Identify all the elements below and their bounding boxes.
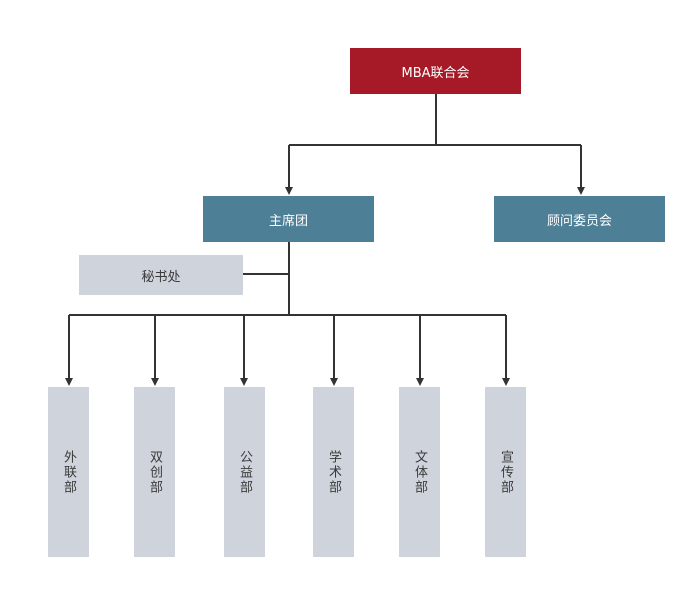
node-label: 主席团 bbox=[268, 213, 308, 229]
node-label: 宣传部 bbox=[498, 449, 513, 495]
node-dept-external-relations: 外联部 bbox=[48, 387, 89, 557]
node-label: 外联部 bbox=[61, 449, 76, 495]
node-dept-public-welfare: 公益部 bbox=[224, 387, 265, 557]
node-dept-publicity: 宣传部 bbox=[485, 387, 526, 557]
node-label: 秘书处 bbox=[141, 269, 181, 285]
node-label: 文体部 bbox=[412, 449, 427, 495]
node-advisory-committee: 顾问委员会 bbox=[494, 196, 665, 242]
node-label: 双创部 bbox=[147, 449, 162, 495]
node-label: MBA联合会 bbox=[401, 65, 470, 81]
node-dept-innovation: 双创部 bbox=[134, 387, 175, 557]
node-mba-union: MBA联合会 bbox=[350, 48, 521, 94]
node-dept-arts-sports: 文体部 bbox=[399, 387, 440, 557]
node-presidium: 主席团 bbox=[203, 196, 374, 242]
node-secretariat: 秘书处 bbox=[79, 255, 243, 295]
node-label: 学术部 bbox=[326, 449, 341, 495]
node-label: 公益部 bbox=[237, 449, 252, 495]
node-label: 顾问委员会 bbox=[546, 213, 612, 229]
node-dept-academic: 学术部 bbox=[313, 387, 354, 557]
